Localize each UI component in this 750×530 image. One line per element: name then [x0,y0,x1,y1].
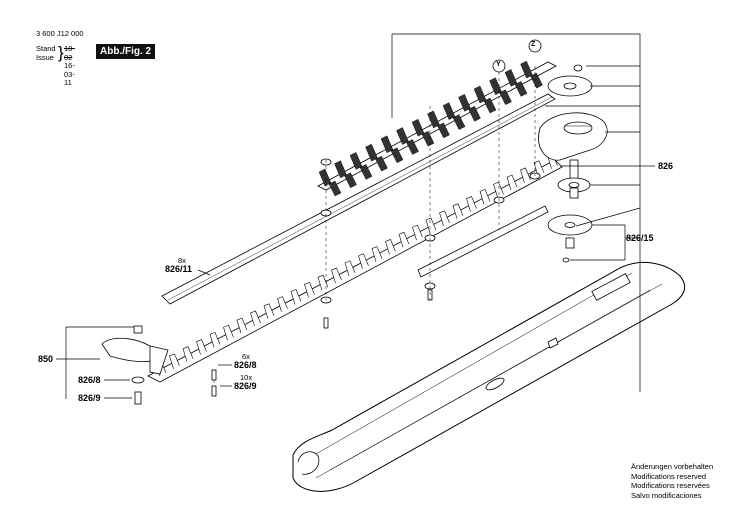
brace-icon: } [58,43,64,62]
lower-blade-tooth [425,217,437,234]
issue-date: 16-03-11 [64,61,75,87]
upper-blade-tooth [411,118,435,147]
upper-blade-tooth [334,160,357,188]
figure-badge: Abb./Fig. 2 [96,44,156,59]
upper-blade-tooth [473,85,497,114]
upper-blade-tooth [396,127,419,155]
lower-blade-tooth [385,239,396,255]
upper-blade [317,60,557,197]
lower-blade-tooth [520,167,531,184]
upper-blade-tooth [489,77,512,105]
screw-icon [323,317,329,329]
label-826-15: 826/15 [626,233,654,243]
lower-blade-tooth [223,324,234,341]
lower-blade-tooth [479,189,491,205]
stand-label: Stand [36,44,56,53]
callout-z: Z [531,41,536,48]
blade-cover [292,262,685,492]
guide-strip [161,93,556,305]
crank-shaft [557,159,591,199]
lower-blade-tooth [169,353,180,369]
lower-blade-tooth [371,246,383,262]
lower-blade-tooth [493,181,504,198]
lower-blade-tooth [209,332,221,348]
lower-blade-tooth [277,296,288,312]
upper-blade-tooth [380,135,404,164]
lower-blade [147,153,563,383]
lower-blade-tooth [466,196,477,212]
lower-blade-tooth [533,160,545,176]
dates: 18-02 16-03-11 [64,44,75,88]
mod-line-de: Änderungen vorbehalten [631,462,714,471]
lower-blade-tooth [331,267,342,284]
mod-line-fr: Modifications reservées [631,481,710,490]
upper-blade-tooth [442,102,466,130]
label-826-9: 826/9 [234,381,257,391]
lower-blade-tooth [358,253,369,269]
label-826-11: 826/11 [165,264,193,274]
upper-blade-tooth [365,143,388,172]
screw-icon [211,385,217,397]
lower-blade-tooth [344,260,356,276]
label-826-9-left: 826/9 [78,393,101,403]
lower-blade-tooth [263,303,275,319]
lower-blade-tooth [250,310,261,327]
upper-blade-tooth [520,60,543,89]
qty-826-11: 8x [178,256,186,265]
upper-blade-tooth [427,110,450,139]
qty-826-9: 10x [240,373,253,382]
upper-blade-tooth [458,94,481,122]
part-number: 3 600 J12 000 [36,29,84,38]
modifications-note: Änderungen vorbehalten Modifications res… [631,462,713,500]
lower-blade-tooth [439,210,450,226]
lower-blade-tooth [290,289,302,305]
stand-date: 18-02 [64,44,75,62]
lower-blade-tooth [317,274,329,291]
label-826-8: 826/8 [234,360,257,370]
lower-blade-tooth [398,231,410,248]
support-bar [417,205,549,278]
tip-guard [101,325,169,405]
lower-blade-tooth [196,339,207,355]
bottom-disk [547,214,593,263]
lower-blade-tooth [304,281,315,298]
cutter-arm [538,112,608,161]
issue-label: Issue [36,52,54,62]
upper-blade-tooth [318,168,342,197]
upper-blade-tooth [504,69,528,97]
lower-blade-tooth [506,174,518,191]
lower-blade-tooth [182,346,194,362]
label-826: 826 [658,161,674,171]
lower-blade-tooth [412,224,423,241]
stand-issue-block: Stand Issue } 18-02 16-03-11 [36,44,75,87]
lower-blade-tooth [452,203,464,219]
upper-blade-tooth [349,152,373,180]
eccentric-disk [547,64,593,97]
mod-line-es: Salvo modificaciones [631,490,702,500]
mod-line-en: Modifications reserved [631,471,707,481]
callout-y: Y [496,61,501,68]
lower-blade-tooth [236,317,248,334]
screw-icon [211,369,217,381]
label-850: 850 [38,354,54,364]
label-826-8-left: 826/8 [78,375,101,385]
qty-826-8: 6x [242,352,250,361]
